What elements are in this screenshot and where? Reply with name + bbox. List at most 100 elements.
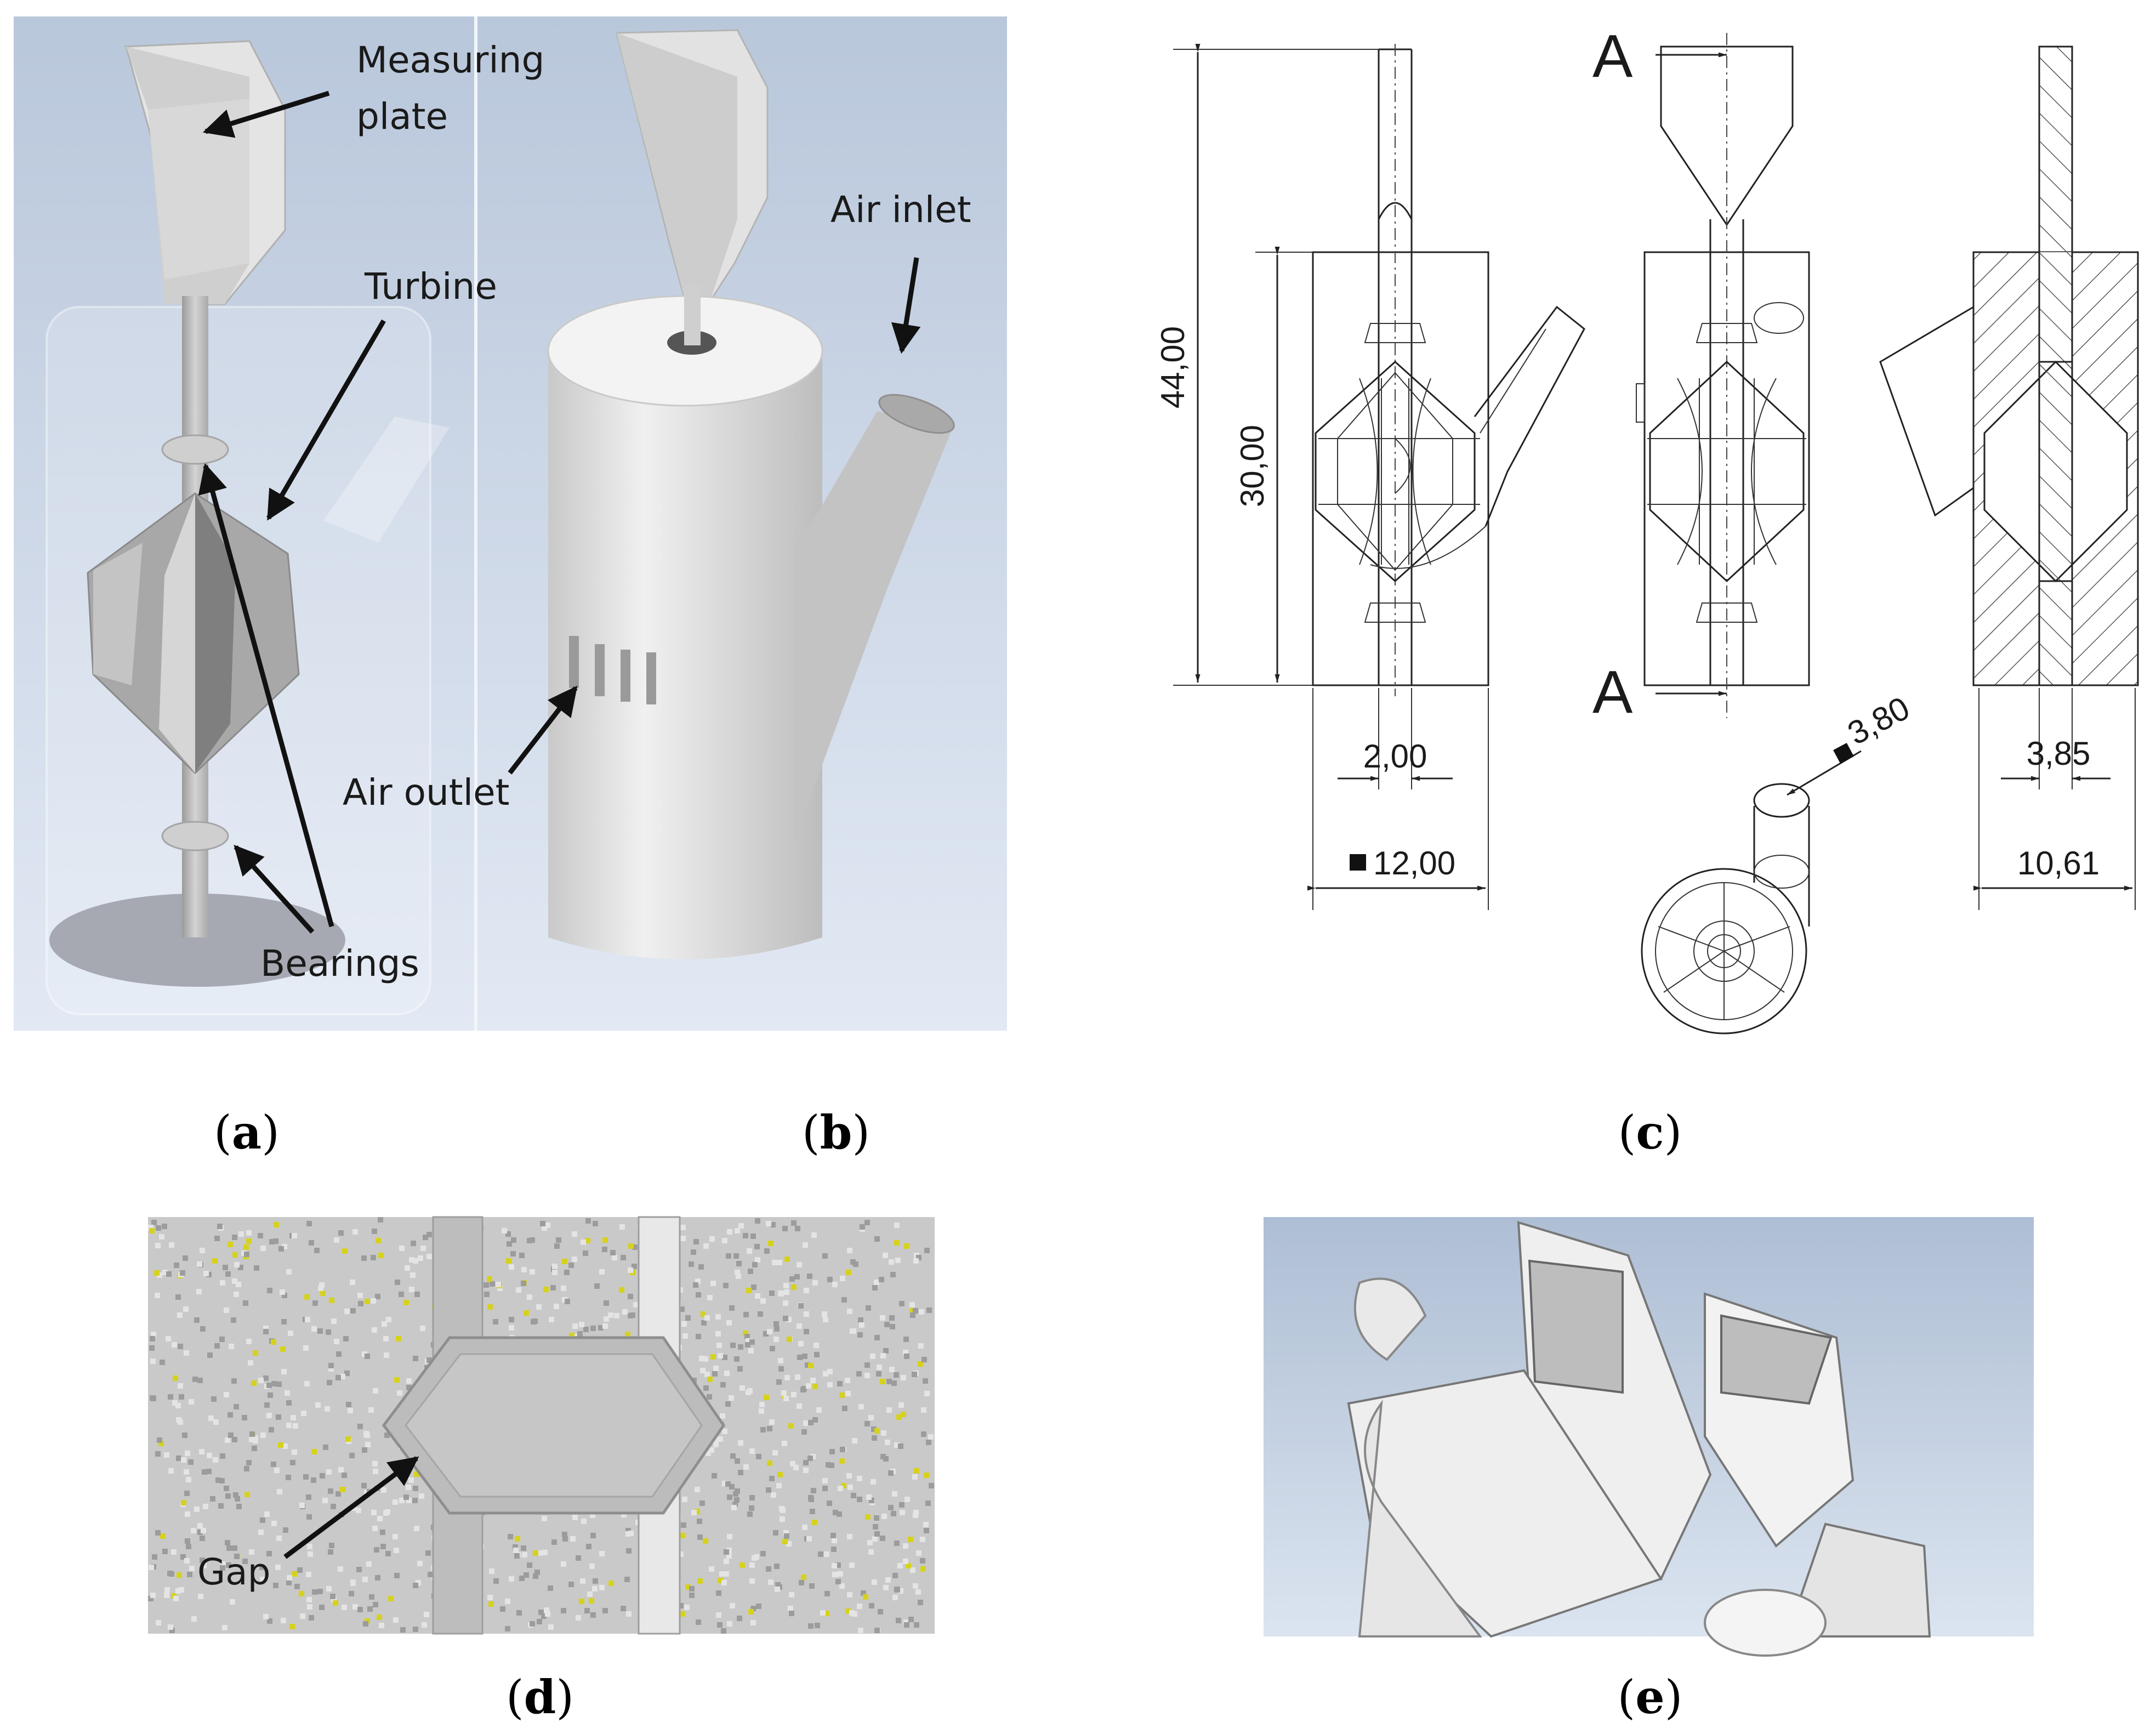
noise-pixel (729, 1305, 735, 1311)
noise-pixel (220, 1565, 225, 1571)
noise-pixel (697, 1578, 703, 1584)
noise-pixel (889, 1259, 894, 1265)
noise-pixel (815, 1623, 820, 1628)
arrow-gap (283, 1456, 419, 1559)
noise-pixel (417, 1561, 423, 1566)
noise-pixel (880, 1315, 885, 1321)
noise-pixel (880, 1379, 885, 1384)
noise-pixel (622, 1309, 628, 1315)
noise-pixel (317, 1589, 323, 1594)
noise-pixel (329, 1543, 334, 1548)
noise-pixel (289, 1624, 295, 1629)
noise-pixel (726, 1320, 732, 1326)
noise-pixel (791, 1392, 797, 1397)
noise-pixel (222, 1625, 227, 1630)
noise-pixel (803, 1460, 809, 1465)
noise-pixel (775, 1582, 781, 1588)
noise-pixel (764, 1248, 770, 1254)
noise-pixel (564, 1270, 570, 1275)
noise-pixel (380, 1530, 385, 1535)
noise-pixel (784, 1289, 789, 1295)
noise-pixel (269, 1239, 275, 1244)
noise-pixel (772, 1260, 777, 1265)
noise-pixel (384, 1432, 390, 1438)
noise-pixel (419, 1493, 424, 1499)
noise-pixel (731, 1505, 737, 1510)
noise-pixel (177, 1312, 183, 1318)
noise-pixel (377, 1614, 382, 1620)
noise-pixel (849, 1610, 855, 1616)
noise-pixel (581, 1240, 586, 1245)
noise-pixel (858, 1404, 864, 1409)
noise-pixel (406, 1378, 412, 1384)
dim-bore-diameter: 3,85 (2027, 735, 2091, 772)
noise-pixel (786, 1541, 792, 1547)
noise-pixel (811, 1488, 816, 1493)
noise-pixel (913, 1308, 918, 1314)
noise-pixel (188, 1459, 194, 1465)
noise-pixel (912, 1372, 917, 1377)
noise-pixel (871, 1479, 876, 1485)
noise-pixel (707, 1295, 713, 1300)
noise-pixel (386, 1317, 391, 1322)
noise-pixel (379, 1623, 384, 1628)
noise-pixel (280, 1346, 286, 1352)
noise-pixel (699, 1356, 704, 1361)
noise-pixel (590, 1533, 596, 1538)
noise-pixel (378, 1253, 384, 1258)
noise-pixel (338, 1467, 344, 1473)
noise-pixel (331, 1318, 337, 1324)
noise-pixel (562, 1536, 568, 1542)
noise-pixel (192, 1377, 198, 1382)
noise-pixel (840, 1276, 845, 1281)
noise-pixel (773, 1530, 778, 1536)
noise-pixel (352, 1229, 358, 1235)
noise-pixel (790, 1461, 795, 1466)
noise-pixel (550, 1285, 556, 1290)
noise-pixel (777, 1472, 783, 1477)
noise-pixel (700, 1368, 706, 1373)
noise-pixel (840, 1447, 845, 1452)
noise-pixel (168, 1468, 174, 1474)
noise-pixel (264, 1511, 270, 1517)
noise-pixel (363, 1621, 368, 1627)
noise-pixel (776, 1483, 782, 1488)
noise-pixel (682, 1333, 688, 1339)
noise-pixel (244, 1492, 250, 1497)
noise-pixel (223, 1265, 228, 1270)
noise-pixel (789, 1592, 794, 1597)
noise-pixel (727, 1621, 732, 1627)
noise-pixel (545, 1223, 550, 1228)
noise-pixel (196, 1289, 202, 1294)
noise-pixel (926, 1307, 932, 1313)
noise-pixel (878, 1609, 883, 1614)
noise-pixel (783, 1316, 788, 1321)
noise-pixel (186, 1477, 191, 1482)
noise-pixel (311, 1326, 317, 1332)
noise-pixel (749, 1578, 755, 1584)
air-inlet-tube (795, 411, 954, 839)
noise-pixel (689, 1593, 695, 1598)
noise-pixel (278, 1442, 283, 1448)
noise-pixel (803, 1468, 809, 1473)
dim-overall-height: 44,00 (1154, 326, 1191, 408)
noise-pixel (894, 1240, 900, 1246)
noise-pixel (156, 1620, 161, 1625)
noise-pixel (908, 1537, 913, 1542)
noise-pixel (207, 1352, 213, 1358)
noise-pixel (151, 1332, 156, 1337)
noise-pixel (716, 1343, 722, 1348)
noise-pixel (857, 1497, 862, 1502)
noise-pixel (408, 1477, 414, 1483)
arrow-bearing-lower (234, 844, 315, 934)
noise-pixel (685, 1315, 691, 1321)
noise-pixel (561, 1608, 566, 1613)
noise-pixel (422, 1622, 427, 1628)
noise-pixel (748, 1348, 754, 1354)
noise-pixel (197, 1530, 203, 1535)
noise-pixel (800, 1387, 806, 1392)
noise-pixel (845, 1391, 851, 1396)
noise-pixel (812, 1417, 818, 1423)
noise-pixel (777, 1260, 782, 1265)
noise-pixel (874, 1428, 880, 1434)
